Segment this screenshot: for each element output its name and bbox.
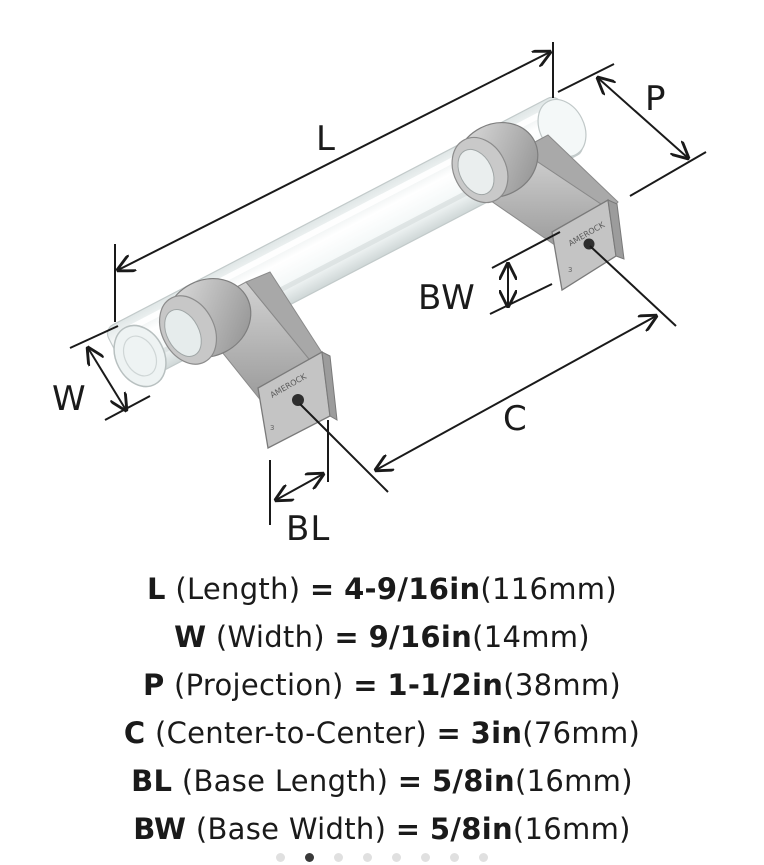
c-extension-left: [299, 403, 389, 493]
label-p: P: [645, 79, 667, 119]
carousel-dot[interactable]: [363, 853, 372, 862]
spec-length: L (Length) = 4-9/16in(116mm): [147, 572, 617, 606]
l-dimension-line: [118, 52, 550, 270]
part-number-left: 3: [270, 424, 274, 432]
c-extension-right: [589, 245, 677, 327]
carousel-indicator: [0, 853, 764, 865]
spec-projection: P (Projection) = 1-1/2in(38mm): [142, 668, 622, 702]
carousel-dot[interactable]: [276, 853, 285, 862]
label-w: W: [52, 379, 87, 419]
w-extension-bottom: [104, 395, 151, 421]
spec-width: W (Width) = 9/16in(14mm): [174, 620, 590, 654]
label-c: C: [503, 399, 528, 439]
carousel-dot[interactable]: [305, 853, 314, 862]
carousel-dot[interactable]: [421, 853, 430, 862]
part-number-right: 3: [568, 266, 572, 274]
w-dimension-line: [88, 348, 126, 410]
spec-center-to-center: C (Center-to-Center) = 3in(76mm): [123, 716, 641, 750]
carousel-dot[interactable]: [334, 853, 343, 862]
dimension-spec-list: L (Length) = 4-9/16in(116mm) W (Width) =…: [0, 565, 764, 853]
bw-extension-top: [491, 231, 561, 269]
label-bl: BL: [286, 509, 330, 549]
carousel-dot[interactable]: [392, 853, 401, 862]
label-l: L: [316, 119, 336, 159]
spec-base-length: BL (Base Length) = 5/8in(16mm): [131, 764, 633, 798]
w-extension-top: [69, 325, 119, 349]
spec-base-width: BW (Base Width) = 5/8in(16mm): [133, 812, 631, 846]
label-bw: BW: [418, 278, 476, 318]
bw-extension-bottom: [489, 283, 553, 315]
carousel-dot[interactable]: [450, 853, 459, 862]
c-dimension-line: [376, 316, 656, 470]
bl-dimension-line: [276, 474, 323, 500]
left-post: AMEROCK 3: [158, 271, 338, 449]
carousel-dot[interactable]: [479, 853, 488, 862]
pull-dimension-diagram: AMEROCK 3 AMEROCK 3: [52, 42, 707, 549]
p-extension-bottom: [629, 151, 707, 197]
p-extension-top: [557, 63, 615, 93]
dimension-lines: [69, 42, 707, 525]
p-dimension-line: [598, 78, 688, 158]
